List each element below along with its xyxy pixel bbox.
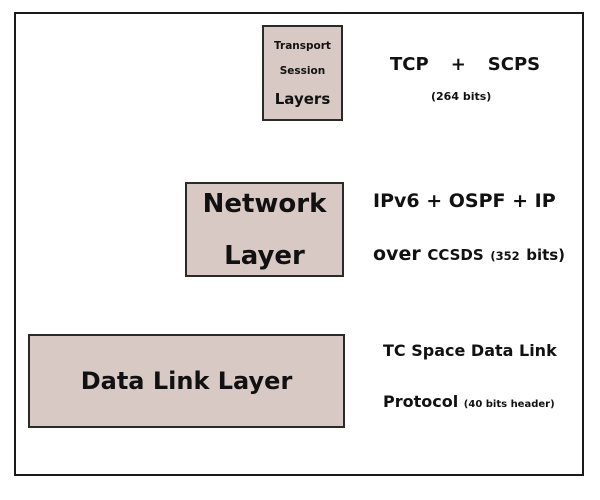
- network-over-ccsds: over CCSDS (352 bits): [373, 243, 565, 265]
- tcp-label: TCP: [390, 54, 429, 75]
- network-protocols: IPv6 + OSPF + IP: [373, 190, 556, 212]
- data-link-label: Data Link Layer: [80, 367, 293, 395]
- ccsds-label: CCSDS: [427, 246, 484, 264]
- header-size: (40 bits header): [463, 399, 555, 410]
- transport-label: Transport: [274, 39, 331, 52]
- transport-session-layers-box: Transport Session Layers: [262, 25, 343, 121]
- transport-size: (264 bits): [431, 90, 492, 103]
- network-size: (352: [490, 249, 520, 263]
- protocol-label: Protocol: [383, 392, 459, 411]
- network-label: Network: [202, 188, 327, 219]
- transport-protocols: TCP + SCPS: [390, 54, 540, 75]
- network-layer-box: Network Layer: [185, 182, 344, 277]
- diagram-frame: [14, 12, 584, 476]
- data-link-layer-box: Data Link Layer: [28, 334, 345, 428]
- datalink-protocol-name: TC Space Data Link: [383, 341, 557, 360]
- layers-label: Layers: [274, 90, 331, 109]
- session-label: Session: [279, 64, 326, 77]
- bits-label: bits): [526, 246, 566, 264]
- over-label: over: [373, 243, 421, 265]
- scps-label: SCPS: [487, 54, 541, 75]
- network-layer-label: Layer: [224, 240, 305, 271]
- plus-sign: +: [450, 54, 466, 75]
- datalink-protocol-header: Protocol (40 bits header): [383, 392, 555, 411]
